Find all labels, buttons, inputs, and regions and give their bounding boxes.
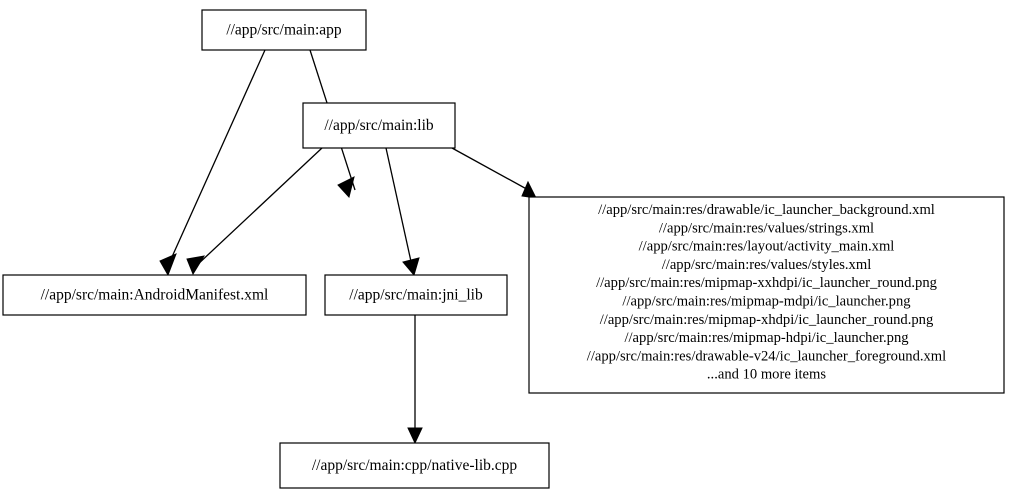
resources-line: //app/src/main:res/values/styles.xml <box>662 257 872 273</box>
resources-line: //app/src/main:res/values/strings.xml <box>659 220 874 236</box>
node-resources-group[interactable]: //app/src/main:res/drawable/ic_launcher_… <box>528 196 1005 394</box>
edge-layer <box>159 49 537 445</box>
edge-app-to-manifest <box>159 49 266 277</box>
node-label: //app/src/main:AndroidManifest.xml <box>41 287 269 304</box>
node-box[interactable] <box>201 9 367 51</box>
node-box[interactable] <box>302 102 456 149</box>
arrowhead-icon <box>407 427 423 445</box>
edge-lib-to-resources <box>451 147 537 199</box>
resources-line: //app/src/main:res/layout/activity_main.… <box>639 239 895 255</box>
edge-lib-to-manifest <box>186 147 323 276</box>
resources-line: ...and 10 more items <box>707 367 826 383</box>
resources-line: //app/src/main:res/drawable/ic_launcher_… <box>598 202 935 218</box>
arrowhead-icon <box>402 257 420 277</box>
node-label: //app/src/main:lib <box>324 117 434 134</box>
node-android-manifest[interactable]: //app/src/main:AndroidManifest.xml <box>2 274 307 316</box>
edge-line <box>166 49 266 269</box>
node-box[interactable] <box>279 442 550 489</box>
arrowhead-icon <box>337 176 355 199</box>
edge-jni-lib-to-native-lib <box>407 315 423 445</box>
node-box[interactable] <box>2 274 307 316</box>
node-box[interactable] <box>324 274 508 316</box>
edge-line <box>451 147 533 193</box>
node-jni-lib[interactable]: //app/src/main:jni_lib <box>324 274 508 316</box>
resources-line: //app/src/main:res/mipmap-xxhdpi/ic_laun… <box>596 275 938 291</box>
resources-line: //app/src/main:res/mipmap-xhdpi/ic_launc… <box>600 312 934 328</box>
arrowhead-icon <box>159 253 177 277</box>
arrowhead-icon <box>521 180 537 199</box>
edge-line <box>385 147 413 267</box>
resources-line-list: //app/src/main:res/drawable/ic_launcher_… <box>587 202 946 383</box>
node-app[interactable]: //app/src/main:app <box>201 9 367 51</box>
resources-box[interactable] <box>528 196 1005 394</box>
node-native-lib-cpp[interactable]: //app/src/main:cpp/native-lib.cpp <box>279 442 550 489</box>
node-label: //app/src/main:app <box>226 22 342 39</box>
resources-line: //app/src/main:res/mipmap-hdpi/ic_launch… <box>624 330 909 346</box>
node-label: //app/src/main:jni_lib <box>349 287 483 304</box>
node-label: //app/src/main:cpp/native-lib.cpp <box>312 457 518 474</box>
edge-lib-to-jni-lib <box>385 147 420 277</box>
node-lib[interactable]: //app/src/main:lib <box>302 102 456 149</box>
resources-line: //app/src/main:res/mipmap-mdpi/ic_launch… <box>622 294 911 310</box>
edge-line <box>195 147 323 267</box>
resources-line: //app/src/main:res/drawable-v24/ic_launc… <box>587 348 946 364</box>
arrowhead-icon <box>186 255 206 276</box>
